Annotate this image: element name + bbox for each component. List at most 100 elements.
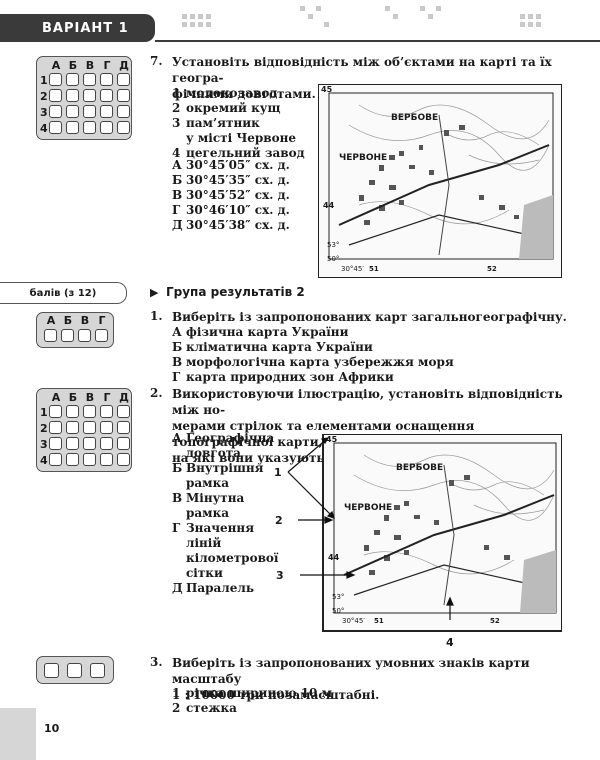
answer-cell[interactable] <box>83 105 96 118</box>
answer-cell[interactable] <box>83 453 96 466</box>
answer-cell[interactable] <box>117 105 130 118</box>
question-text: Установіть відповідність між об’єктами н… <box>172 54 572 102</box>
answer-cell[interactable] <box>49 89 62 102</box>
answer-cell[interactable] <box>66 421 79 434</box>
decor-square <box>190 14 195 19</box>
topographic-map-2: 45 44 ВЕРБОВЕ ЧЕРВОНЕ 53° 50° 30°45′ 51 … <box>322 434 562 630</box>
answer-cell[interactable] <box>100 437 113 450</box>
answer-cell[interactable] <box>49 121 62 134</box>
answer-cell[interactable] <box>117 73 130 86</box>
answer-cell[interactable] <box>66 437 79 450</box>
map-drawing <box>328 92 554 260</box>
map-lon-label: 30°45′ <box>342 617 365 625</box>
map-village-label: ВЕРБОВЕ <box>391 113 439 123</box>
item-number: 1 <box>172 686 181 700</box>
answer-cell[interactable] <box>100 121 113 134</box>
answer-cell[interactable] <box>83 73 96 86</box>
map-grid-label: 51 <box>369 265 379 273</box>
answer-cell[interactable] <box>49 453 62 466</box>
option-text: фізична карта України <box>186 325 349 339</box>
answer-cell[interactable] <box>49 105 62 118</box>
answer-cell[interactable] <box>83 121 96 134</box>
answer-cell[interactable] <box>117 121 130 134</box>
answer-cell[interactable] <box>100 105 113 118</box>
grid-col-header: Д <box>119 391 129 404</box>
map-grid-label: 52 <box>490 617 500 625</box>
question-line: Установіть відповідність між об’єктами н… <box>172 55 552 85</box>
answer-cell[interactable] <box>100 89 113 102</box>
decor-square <box>393 14 398 19</box>
answer-cell[interactable] <box>66 105 79 118</box>
answer-cell[interactable] <box>49 421 62 434</box>
answer-cell[interactable] <box>83 421 96 434</box>
decor-square <box>206 22 211 27</box>
grid-row-header: 1 <box>40 406 48 419</box>
answer-cell[interactable] <box>100 421 113 434</box>
answer-cell[interactable] <box>83 89 96 102</box>
decor-square <box>308 14 313 19</box>
question-number: 7. <box>150 54 163 68</box>
question-text: Виберіть із запропонованих карт загально… <box>172 310 567 324</box>
q2-option-cont: сітки <box>186 566 223 580</box>
grid-row-header: 3 <box>40 106 48 119</box>
page-number: 10 <box>44 722 60 735</box>
item-text: у місті Червоне <box>186 131 297 145</box>
option-letter: В <box>172 188 183 202</box>
item-text: цегельний завод <box>186 146 305 160</box>
answer-cell[interactable] <box>95 329 108 342</box>
group-arrow-icon: ▶ <box>150 286 159 299</box>
answer-cell[interactable] <box>67 663 82 678</box>
map-lon-label: 30°45′ <box>341 265 364 273</box>
answer-cell[interactable] <box>83 437 96 450</box>
answer-cell[interactable] <box>66 89 79 102</box>
answer-cell[interactable] <box>117 89 130 102</box>
map-village-label: ВЕРБОВЕ <box>396 463 444 473</box>
answer-cell[interactable] <box>78 329 91 342</box>
answer-cell[interactable] <box>66 453 79 466</box>
answer-cell[interactable] <box>66 405 79 418</box>
answer-cell[interactable] <box>90 663 105 678</box>
answer-cell[interactable] <box>117 405 130 418</box>
q2-option-cont: кілометрової <box>186 551 279 565</box>
answer-cell[interactable] <box>49 437 62 450</box>
q2-option-cont: довгота <box>186 446 241 460</box>
item-text: пам’ятник <box>186 116 260 130</box>
question-line: 1 : 10000 три позамасштабні. <box>172 688 380 702</box>
answer-cell[interactable] <box>100 405 113 418</box>
answer-cell[interactable] <box>61 329 74 342</box>
arrows-overlay <box>287 437 454 620</box>
answer-cell[interactable] <box>66 121 79 134</box>
score-label: балів (з 12) <box>29 287 97 299</box>
decor-square <box>300 6 305 11</box>
answer-cell[interactable] <box>117 453 130 466</box>
q2-option-cont: рамка <box>186 506 230 520</box>
answer-cell[interactable] <box>117 437 130 450</box>
answer-cell[interactable] <box>44 329 57 342</box>
answer-cell[interactable] <box>100 453 113 466</box>
option-text: 30°45′52″ сх. д. <box>186 188 290 202</box>
answer-grid-q7: А Б В Г Д 1 2 3 4 <box>36 56 132 140</box>
option-text: Паралель <box>186 581 254 595</box>
answer-cell[interactable] <box>117 421 130 434</box>
answer-cell[interactable] <box>83 405 96 418</box>
answer-cell[interactable] <box>49 73 62 86</box>
answer-cell[interactable] <box>66 73 79 86</box>
answer-cell[interactable] <box>49 405 62 418</box>
option-text: Мінутна <box>186 491 245 505</box>
answer-cell[interactable] <box>100 73 113 86</box>
question-text: Використовуючи ілюстрацію, установіть ві… <box>172 386 572 466</box>
answer-cell[interactable] <box>44 663 59 678</box>
arrow-label: 1 <box>274 466 282 479</box>
map-lat-label: 53° <box>332 593 345 601</box>
map-bottom-frame <box>322 630 562 632</box>
